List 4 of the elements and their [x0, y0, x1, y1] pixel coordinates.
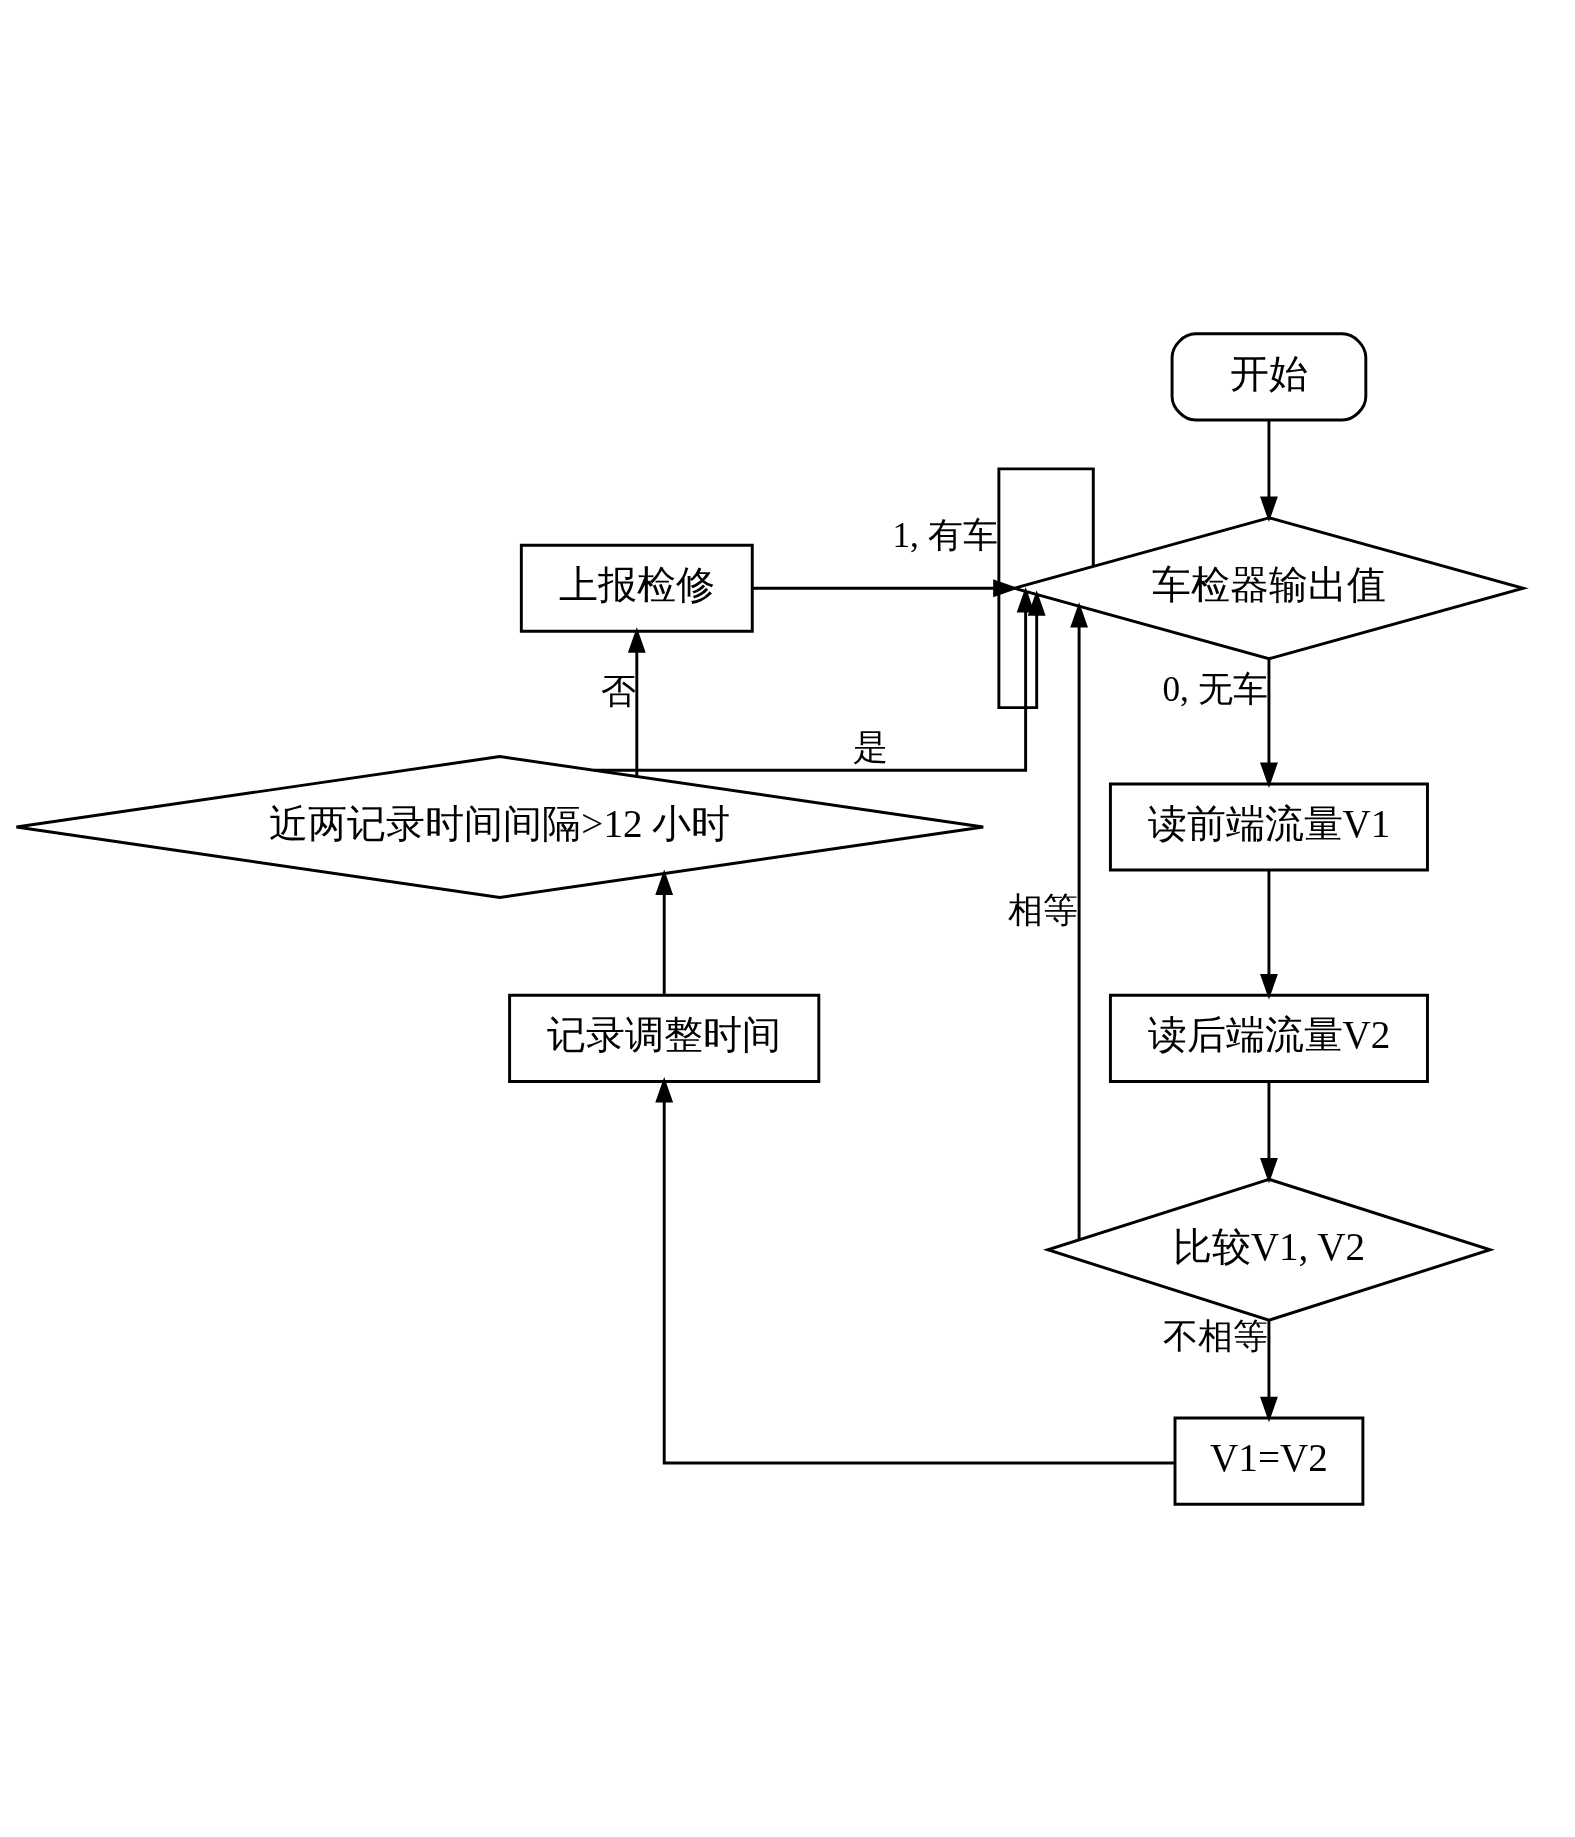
edge-label: 1, 有车 — [892, 515, 998, 555]
edge-label: 相等 — [1007, 890, 1078, 930]
edge-label: 0, 无车 — [1162, 669, 1268, 709]
edge-label: 否 — [600, 671, 636, 711]
